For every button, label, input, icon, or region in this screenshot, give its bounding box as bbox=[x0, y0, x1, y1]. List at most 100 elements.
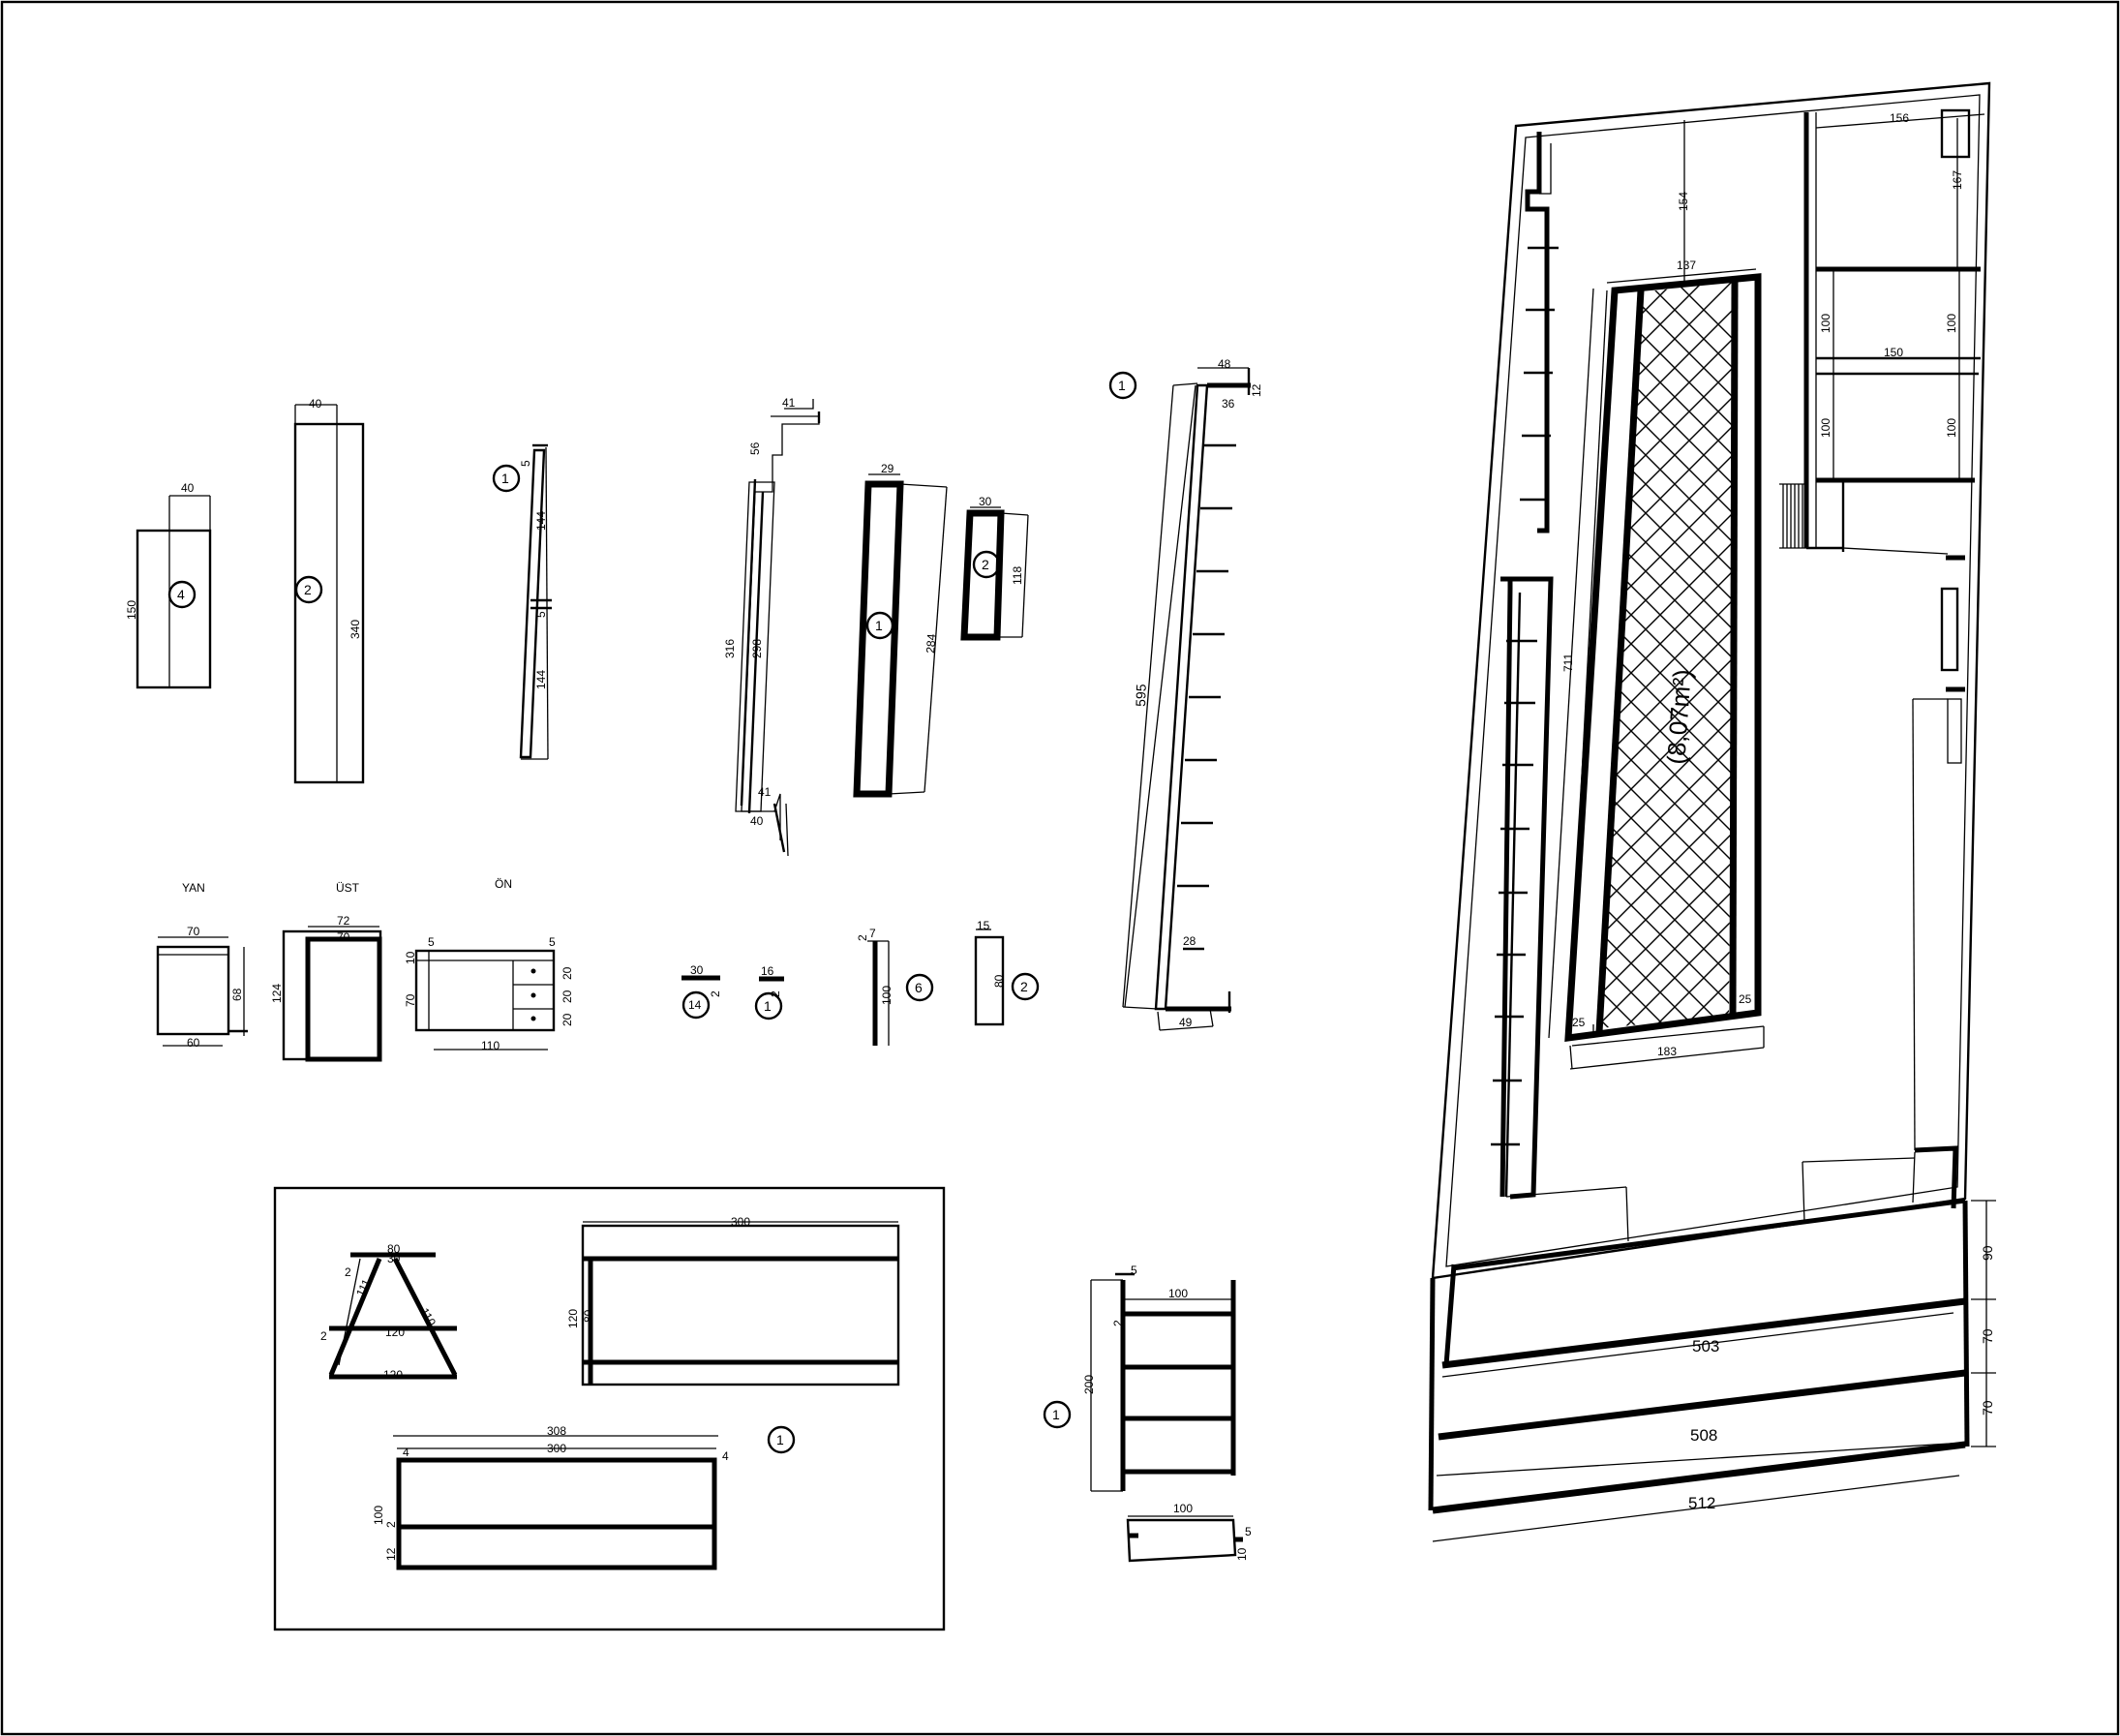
part-tag-1: 1 bbox=[776, 1432, 784, 1447]
part-tag-1: 1 bbox=[1118, 378, 1126, 393]
svg-text:137: 137 bbox=[1677, 259, 1696, 272]
svg-text:30: 30 bbox=[690, 963, 704, 977]
dim-a-width: 40 bbox=[181, 481, 195, 495]
left-pegs bbox=[1491, 246, 1559, 1146]
svg-text:30: 30 bbox=[387, 1252, 401, 1265]
view-label-ust: ÜST bbox=[336, 881, 360, 895]
svg-text:2: 2 bbox=[856, 934, 869, 941]
part-2-small: 15 80 2 bbox=[974, 919, 1040, 1026]
svg-text:5: 5 bbox=[519, 460, 532, 467]
svg-text:80: 80 bbox=[387, 1242, 401, 1256]
svg-text:2: 2 bbox=[320, 1329, 327, 1343]
part-tag-2: 2 bbox=[304, 582, 312, 597]
bench-frame: 308 300 100 4 4 2 12 bbox=[372, 1424, 729, 1570]
svg-text:503: 503 bbox=[1692, 1337, 1719, 1355]
svg-text:10: 10 bbox=[1235, 1547, 1249, 1561]
svg-text:4: 4 bbox=[722, 1449, 729, 1463]
dim-h-width: 30 bbox=[979, 495, 992, 508]
svg-text:154: 154 bbox=[1677, 192, 1690, 211]
view-label-on: ÖN bbox=[495, 877, 512, 891]
svg-text:80: 80 bbox=[582, 1309, 595, 1323]
svg-text:100: 100 bbox=[880, 986, 893, 1005]
dim-i-top: 48 bbox=[1218, 357, 1231, 371]
on-view: 110 70 5 5 10 20 20 20 bbox=[404, 935, 574, 1052]
svg-text:100: 100 bbox=[1173, 1502, 1193, 1515]
dim-c-upper: 144 bbox=[534, 511, 548, 531]
floor-plan: 156 167 154 137 100 100 100 100 150 711 … bbox=[1428, 81, 1996, 1542]
part-g-board: 29 284 1 bbox=[853, 462, 948, 798]
part-b-elevation: 40 340 2 bbox=[293, 397, 365, 784]
svg-text:2: 2 bbox=[769, 990, 782, 997]
svg-text:80: 80 bbox=[992, 974, 1006, 988]
svg-text:16: 16 bbox=[761, 964, 774, 978]
dim-i-bottom: 49 bbox=[1179, 1016, 1193, 1029]
svg-text:6: 6 bbox=[915, 980, 923, 995]
dim-b-height: 340 bbox=[348, 620, 362, 639]
dim-h-height: 118 bbox=[1011, 566, 1024, 585]
dim-g-height: 284 bbox=[924, 633, 938, 654]
svg-text:183: 183 bbox=[1657, 1045, 1677, 1058]
svg-text:90: 90 bbox=[1980, 1245, 1995, 1261]
svg-text:70: 70 bbox=[187, 925, 200, 938]
svg-text:2: 2 bbox=[1020, 979, 1028, 994]
svg-text:167: 167 bbox=[1951, 170, 1964, 190]
svg-text:70: 70 bbox=[404, 993, 417, 1007]
shelf-unit: 100 200 5 2 1 100 5 10 bbox=[1043, 1264, 1252, 1563]
svg-text:20: 20 bbox=[560, 966, 574, 980]
part-tag-1: 1 bbox=[501, 471, 509, 486]
part-a-elevation: 40 150 4 bbox=[125, 481, 212, 689]
svg-text:508: 508 bbox=[1690, 1426, 1717, 1445]
triangle-frame: 80 30 120 120 110 111 2 2 bbox=[320, 1242, 458, 1382]
svg-text:20: 20 bbox=[560, 1013, 574, 1026]
svg-text:14: 14 bbox=[688, 998, 702, 1012]
svg-text:100: 100 bbox=[1168, 1287, 1188, 1300]
radiator-grille bbox=[1779, 484, 1806, 549]
rack-pegs bbox=[1177, 443, 1236, 888]
svg-text:100: 100 bbox=[1945, 314, 1958, 333]
svg-text:41: 41 bbox=[782, 396, 796, 410]
ust-view: 72 70 124 bbox=[270, 914, 382, 1062]
dim-a-height: 150 bbox=[125, 600, 138, 620]
rect-frame: 300 120 80 bbox=[566, 1215, 900, 1386]
svg-text:25: 25 bbox=[1572, 1016, 1586, 1029]
part-tag-2: 2 bbox=[982, 557, 989, 572]
svg-text:41: 41 bbox=[758, 785, 772, 799]
part-1-small: 16 2 1 bbox=[754, 964, 784, 1020]
svg-text:120: 120 bbox=[383, 1368, 403, 1382]
dim-i-length: 595 bbox=[1133, 684, 1149, 707]
assembly-panel: 80 30 120 120 110 111 2 2 300 120 80 308… bbox=[273, 1186, 946, 1631]
dim-g-width: 29 bbox=[881, 462, 894, 475]
svg-text:70: 70 bbox=[337, 930, 350, 944]
svg-text:56: 56 bbox=[748, 442, 762, 455]
svg-text:100: 100 bbox=[1819, 418, 1832, 438]
svg-text:5: 5 bbox=[549, 935, 556, 949]
svg-text:25: 25 bbox=[1739, 992, 1752, 1006]
part-tag-4: 4 bbox=[177, 587, 185, 602]
dim-c-lower: 144 bbox=[534, 670, 548, 689]
svg-text:100: 100 bbox=[1945, 418, 1958, 438]
svg-text:100: 100 bbox=[372, 1506, 385, 1525]
part-f-stepped-bar: 316 298 41 40 41 56 bbox=[723, 396, 821, 857]
svg-text:4: 4 bbox=[403, 1446, 409, 1459]
svg-text:110: 110 bbox=[481, 1039, 500, 1052]
svg-text:40: 40 bbox=[750, 814, 764, 828]
svg-text:120: 120 bbox=[566, 1309, 580, 1328]
svg-text:10: 10 bbox=[404, 951, 417, 964]
svg-text:2: 2 bbox=[345, 1265, 351, 1279]
svg-text:1: 1 bbox=[764, 998, 772, 1014]
svg-text:60: 60 bbox=[187, 1036, 200, 1050]
svg-text:124: 124 bbox=[270, 984, 284, 1003]
part-14: 30 2 14 bbox=[681, 963, 722, 1020]
glass-hatch bbox=[1599, 281, 1735, 1028]
svg-text:150: 150 bbox=[1884, 346, 1903, 359]
view-labels: YAN ÜST ÖN bbox=[182, 877, 512, 895]
svg-text:72: 72 bbox=[337, 914, 350, 928]
part-tag-1: 1 bbox=[875, 618, 883, 633]
svg-text:28: 28 bbox=[1183, 934, 1196, 948]
svg-text:308: 308 bbox=[547, 1424, 566, 1438]
view-label-yan: YAN bbox=[182, 881, 205, 895]
svg-text:512: 512 bbox=[1688, 1494, 1715, 1512]
svg-text:15: 15 bbox=[977, 919, 990, 932]
